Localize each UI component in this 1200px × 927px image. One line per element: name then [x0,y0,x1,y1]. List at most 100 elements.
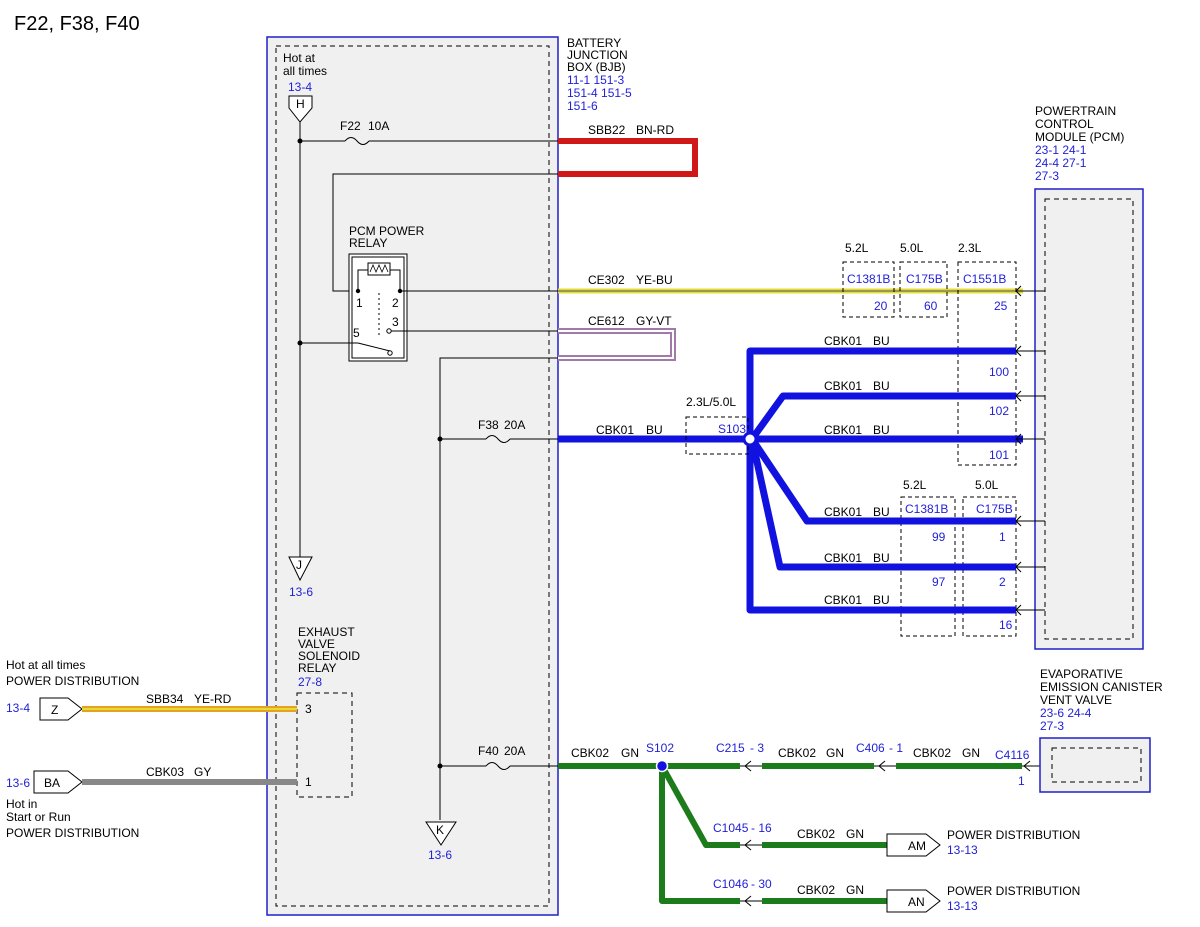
cbk02-an-label: CBK02 [797,883,835,897]
wire-sbb22 [558,138,698,177]
bjb-ref-2: 151-4 151-5 [567,86,632,100]
relay-pin-2: 2 [392,296,399,310]
s102-label: S102 [646,741,674,755]
relay-pin-5: 5 [353,326,360,340]
cbk02-main-label: CBK02 [571,746,609,760]
bjb-ref-3: 151-6 [567,99,598,113]
top-variant-1: 5.2L [845,241,869,255]
conn-c175b-top [899,261,948,318]
pcm-name-3: MODULE (PCM) [1035,130,1124,144]
c1045-pin: - 16 [751,821,772,835]
node-h-icon [288,95,313,123]
c1046-label: C1046 [713,877,749,891]
wire-ce302-label: CE302 [588,273,625,287]
exhaust-name-4: RELAY [298,661,336,675]
ba-label-3: POWER DISTRIBUTION [6,826,139,840]
cbk02-mid-color: GN [826,746,844,760]
cbk01-main-color: BU [646,423,663,437]
cbk01-l5-label: CBK01 [824,551,862,565]
fuse-f22-icon [344,137,370,145]
pcm-module [1034,188,1144,650]
pcm-ref-3: 27-3 [1035,169,1059,183]
wire-sbb22-label: SBB22 [588,123,626,137]
am-label: POWER DISTRIBUTION [947,828,1080,842]
fuse-f40-label: F40 [478,744,499,758]
ba-ref: 13-6 [6,776,30,790]
pcm-name-1: POWERTRAIN [1035,104,1116,118]
evap-name-3: VENT VALVE [1040,693,1112,707]
c215-label: C215 [716,741,745,755]
s103-label: S103 [718,422,746,436]
z-label-2: POWER DISTRIBUTION [6,674,139,688]
cbk01-l4-label: CBK01 [824,505,862,519]
hot-label-1: Hot at [283,51,316,65]
ba-label-2: Start or Run [6,810,71,824]
splice-s102-icon [655,759,669,773]
exhaust-name-2: VALVE [298,637,335,651]
c4116-label: C4116 [995,748,1030,762]
cbk02-an-color: GN [846,883,864,897]
am-ref: 13-13 [947,843,978,857]
pcm-pin-arrows [1015,285,1045,616]
node-j-label: J [296,558,302,572]
cbk02-am-label: CBK02 [797,827,835,841]
evap-ref-2: 27-3 [1040,719,1064,733]
node-ba-icon [33,770,83,794]
fuse-f22-label: F22 [340,119,361,133]
cbk01-l2-label: CBK01 [824,379,862,393]
node-k-ref: 13-6 [428,848,452,862]
relay-pin-1: 1 [356,296,363,310]
relay-name-1: PCM POWER [349,224,425,238]
c4116-pin: 1 [1018,774,1025,788]
pin-16: 16 [999,618,1013,632]
wire-cbk01-network [558,347,1023,614]
evap-canister-valve [1039,737,1151,793]
node-an-label: AN [908,895,925,909]
top-conn-name-3: C1551B [963,272,1006,286]
hot-ref: 13-4 [288,80,312,94]
exhaust-name-3: SOLENOID [298,649,360,663]
pin-99: 99 [932,530,946,544]
node-z-icon [39,697,83,721]
evap-name-2: EMISSION CANISTER [1040,680,1163,694]
fuse-f40-icon [485,762,511,770]
cbk01-l6-label: CBK01 [824,593,862,607]
cbk01-l2-color: BU [873,379,890,393]
pin-102: 102 [989,404,1009,418]
node-j-icon [288,556,313,582]
pcm-name-2: CONTROL [1035,117,1094,131]
evap-name-1: EVAPORATIVE [1040,667,1123,681]
z-ref: 13-4 [6,701,30,715]
top-variant-3: 2.3L [958,241,982,255]
cbk02-right-color: GN [962,746,980,760]
wire-ce612-label: CE612 [588,314,625,328]
exhaust-pin-1: 1 [305,775,312,789]
top-conn-name-2: C175B [906,272,943,286]
hot-label-2: all times [283,64,327,78]
bottom-conn-name-1: C1381B [905,502,948,516]
evap-ref-1: 23-6 24-4 [1040,706,1092,720]
node-z-label: Z [51,703,58,717]
wire-cbk03-label: CBK03 [146,765,184,779]
z-label-1: Hot at all times [6,658,85,672]
cbk01-l5-color: BU [873,551,890,565]
wire-cbk02-network [558,763,1022,904]
cbk02-am-color: GN [846,827,864,841]
s103-variant: 2.3L/5.0L [686,395,736,409]
pin-97: 97 [932,575,946,589]
relay-name-2: RELAY [349,236,387,250]
fuse-f40-rating: 20A [504,744,525,758]
exhaust-name-1: EXHAUST [298,625,355,639]
wire-sbb34-color: YE-RD [194,692,232,706]
conn-c1551b [957,261,1017,466]
relay-pin-3: 3 [392,315,399,329]
fuse-f38-icon [485,435,511,443]
c1045-label: C1045 [713,821,749,835]
wire-ce302-color: YE-BU [636,273,673,287]
fuse-f22-rating: 10A [368,119,389,133]
fuse-f38-rating: 20A [504,418,525,432]
cbk02-main-color: GN [621,746,639,760]
ce302-pin-1: 20 [874,299,888,313]
node-j-ref: 13-6 [289,585,313,599]
